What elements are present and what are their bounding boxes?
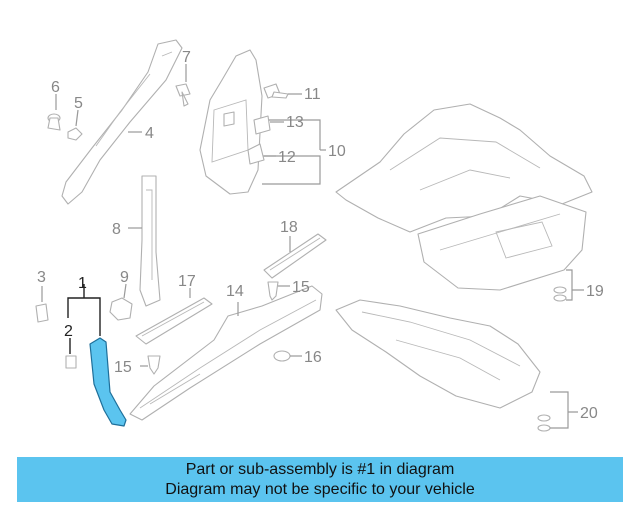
callout-18: 18 [280,219,298,236]
part-18-rear-scuff [263,233,327,279]
callout-14: 14 [226,283,244,300]
part-9-clip [109,283,133,321]
part-3-clip [35,286,49,323]
callout-6: 6 [51,79,60,96]
part-19-front-carpet [335,103,593,302]
part-6-clip [47,94,61,131]
part-2-clip [65,338,77,369]
callout-20: 20 [580,405,598,422]
part-11-bolt [263,83,302,99]
part-12-bracket [247,143,276,165]
part-1-highlighted-trim [67,284,127,427]
callout-12: 12 [278,149,296,166]
part-10-center-pillar-trim [199,49,326,195]
part-13-bracket [253,115,284,135]
part-16-grommet [273,350,302,362]
callout-3: 3 [37,269,46,286]
callout-17: 17 [178,273,196,290]
banner-line-2: Diagram may not be specific to your vehi… [165,480,475,498]
callout-19: 19 [586,283,604,300]
part-15-pin-lower [140,355,161,375]
callout-10: 10 [328,143,346,160]
callout-5: 5 [74,95,83,112]
part-7-screw [175,64,191,107]
part-15-pin-upper [267,281,290,301]
callout-15-lower: 15 [114,359,132,376]
info-banner: Part or sub-assembly is #1 in diagram Di… [17,457,623,502]
callout-1: 1 [78,275,87,292]
part-17-scuff-plate [135,288,213,345]
part-20-rear-carpet [335,299,578,432]
banner-line-1: Part or sub-assembly is #1 in diagram [185,460,455,478]
callout-15-upper: 15 [292,279,310,296]
part-5-clip [67,109,83,141]
callout-11: 11 [304,86,321,103]
callout-2: 2 [64,323,73,340]
part-14-sill-plate [129,285,323,421]
parts-diagram: 1 2 3 4 5 6 7 8 9 10 11 12 13 14 15 15 1… [35,39,604,432]
part-8-pillar-lower [128,175,161,307]
callout-13: 13 [286,114,304,131]
callout-16: 16 [304,349,322,366]
callout-8: 8 [112,221,121,238]
callout-4: 4 [145,125,154,142]
callout-7: 7 [182,49,191,66]
part-4-pillar-trim [61,39,183,205]
callout-9: 9 [120,269,129,286]
